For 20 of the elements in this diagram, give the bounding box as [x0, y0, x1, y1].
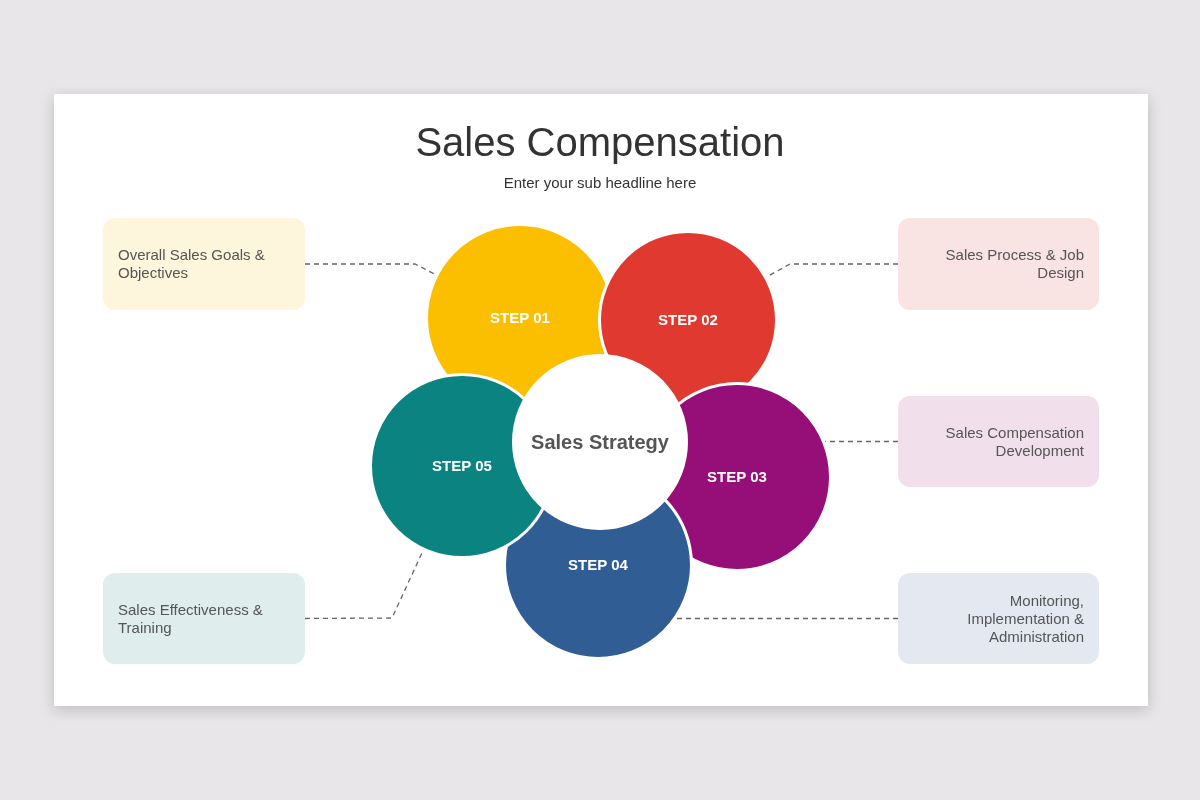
- step-label: STEP 02: [658, 311, 718, 329]
- step-label: STEP 01: [490, 309, 550, 327]
- text-card: [898, 218, 1099, 310]
- center-label: Sales Strategy: [531, 430, 669, 455]
- step-label: STEP 03: [707, 468, 767, 486]
- step-label: STEP 04: [568, 556, 628, 574]
- text-card: [103, 573, 305, 664]
- card-text: Sales Compensation Development: [944, 423, 1084, 460]
- leader-line: [675, 617, 899, 620]
- card-text: Overall Sales Goals & Objectives: [118, 246, 266, 282]
- title: Sales Compensation: [414, 119, 786, 166]
- text-card: [898, 396, 1099, 487]
- text-card: [898, 573, 1099, 664]
- leader-line: [304, 263, 437, 276]
- card-text: Monitoring, Implementation & Administration: [966, 591, 1084, 646]
- card-text: Sales Process & Job Design: [944, 246, 1084, 282]
- step-label: STEP 05: [432, 457, 492, 475]
- text-card: [103, 218, 305, 310]
- card-text: Sales Effectiveness & Training: [118, 600, 264, 637]
- subtitle: Enter your sub headline here: [502, 173, 698, 193]
